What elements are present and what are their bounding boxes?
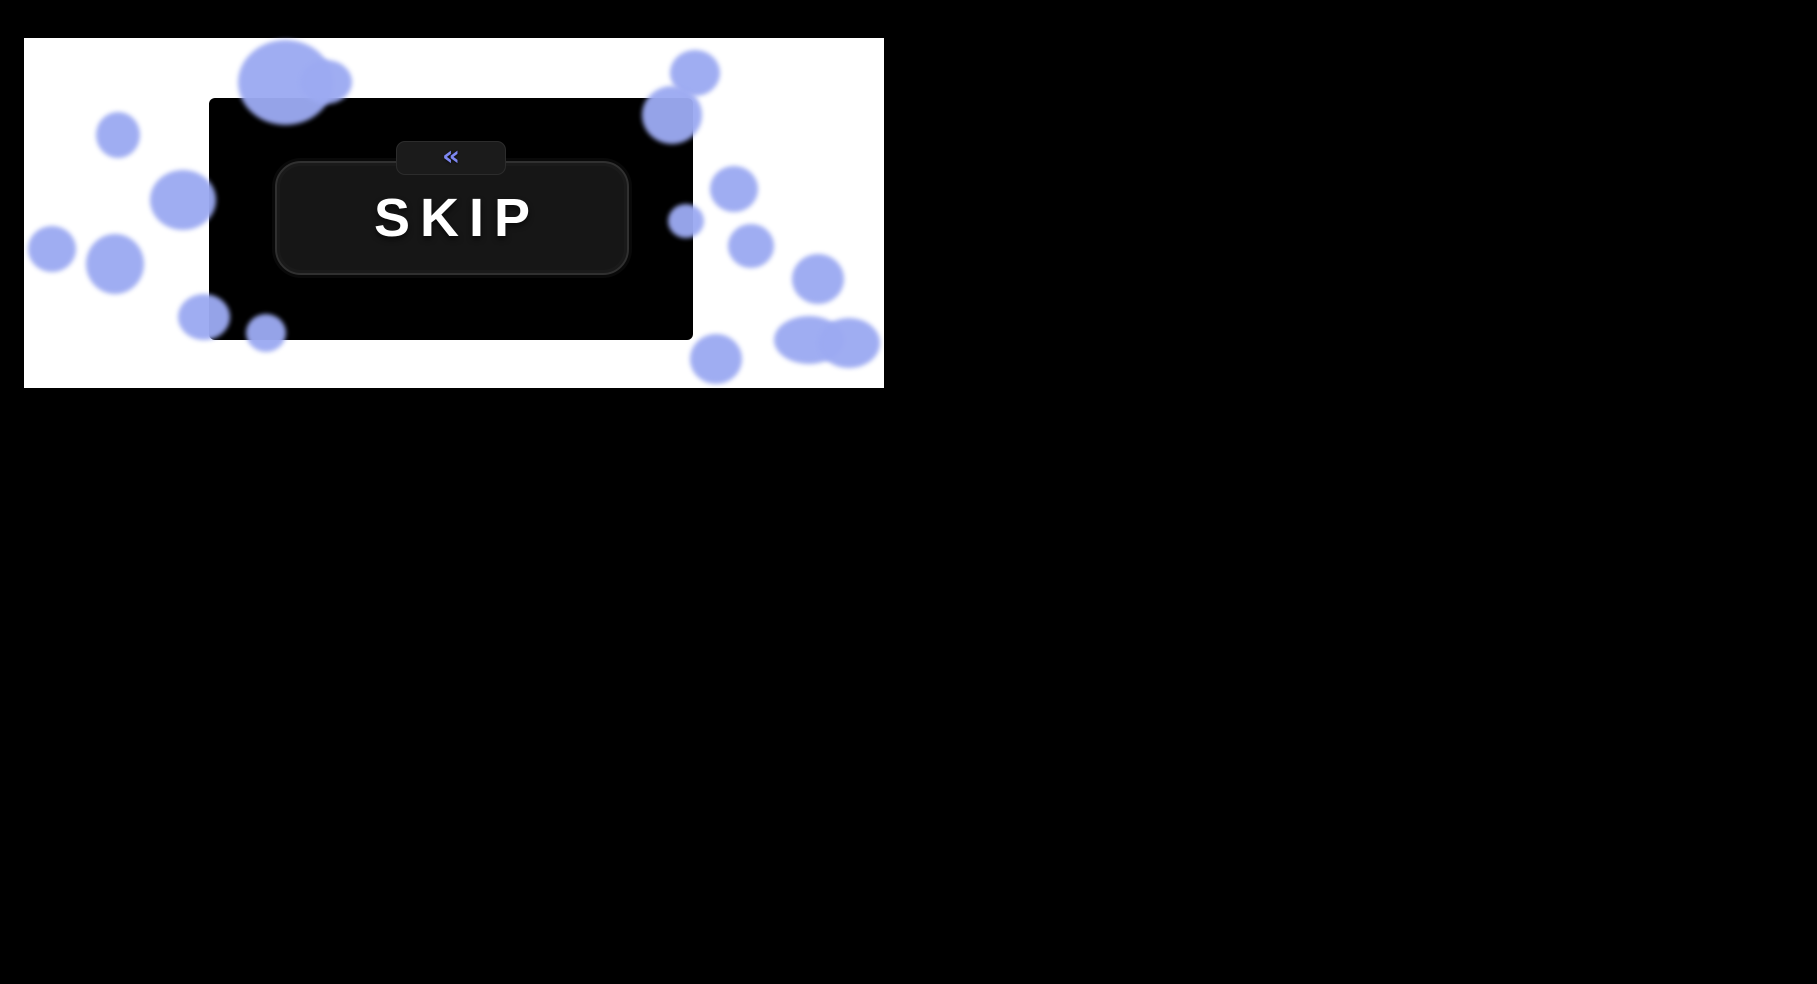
skip-button[interactable]: SKIP (275, 161, 629, 275)
collapse-chevron-icon: « (441, 139, 461, 172)
collapse-tab[interactable]: « (396, 141, 506, 175)
skip-overlay: « SKIP (209, 98, 693, 340)
skip-button-label: SKIP (373, 188, 541, 248)
content-panel: « SKIP (24, 38, 884, 388)
